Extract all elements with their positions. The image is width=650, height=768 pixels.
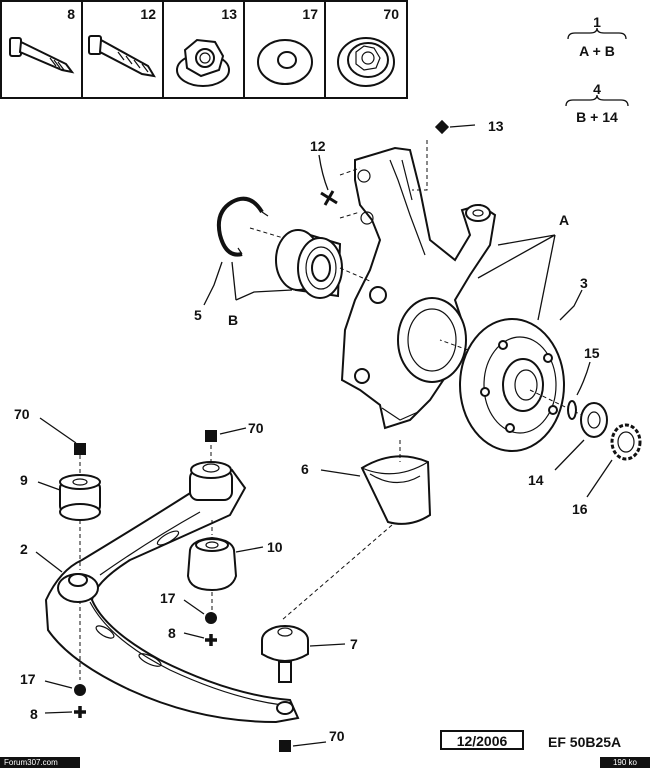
- wheel-hub: [459, 318, 565, 452]
- callout-12: 12: [310, 138, 326, 154]
- callout-8-left: 8: [30, 706, 38, 722]
- short-bolt-icon: [88, 35, 156, 78]
- flange-nut-icon: [176, 38, 230, 87]
- flat-washer-icon: [257, 39, 313, 85]
- callout-8-mid: 8: [168, 625, 176, 641]
- formula-4-top: 4: [593, 81, 601, 97]
- callout-labels: 13 12 A 3 5 B 15 14 16 6 70 70 70 9 2 10…: [14, 118, 600, 744]
- steering-knuckle: [340, 146, 497, 430]
- footer-reference: EF 50B25A: [548, 734, 621, 750]
- wheel-bearing: [275, 229, 343, 299]
- callout-10: 10: [267, 539, 283, 555]
- marker-square-70-mid: [205, 430, 217, 442]
- callout-3: 3: [580, 275, 588, 291]
- marker-cross-12: [320, 190, 338, 206]
- marker-dot-17-mid: [205, 612, 217, 624]
- callout-9: 9: [20, 472, 28, 488]
- lower-wishbone: [44, 468, 300, 724]
- callout-16: 16: [572, 501, 588, 517]
- callout-13: 13: [488, 118, 504, 134]
- callout-14: 14: [528, 472, 544, 488]
- marker-square-13: [434, 119, 450, 135]
- legend-label-12: 12: [140, 6, 156, 22]
- bushing-front: [59, 474, 101, 521]
- formula-4: 4 B + 14: [565, 81, 629, 125]
- locknut-washer-icon: [337, 37, 395, 87]
- legend-label-13: 13: [221, 6, 237, 22]
- circlip: [216, 196, 269, 257]
- callout-6: 6: [301, 461, 309, 477]
- formula-4-bottom: B + 14: [576, 109, 618, 125]
- callout-15: 15: [584, 345, 600, 361]
- marker-cross-8-left: [74, 706, 86, 718]
- callout-A: A: [559, 212, 569, 228]
- marker-cross-8-mid: [205, 634, 217, 646]
- bushing-arm-rear: [189, 461, 233, 501]
- footer-date-box: 12/2006: [440, 730, 524, 750]
- watermark-right: 190 ko: [600, 757, 650, 768]
- leader-lines: [35, 124, 613, 747]
- marker-square-70-bottom: [279, 740, 291, 752]
- legend-label-70: 70: [383, 6, 399, 22]
- watermark-left: Forum307.com: [0, 757, 80, 768]
- hub-washer: [567, 400, 577, 420]
- callout-17-left: 17: [20, 671, 36, 687]
- callout-2: 2: [20, 541, 28, 557]
- legend-table: 8 12 13 17 70: [0, 0, 408, 99]
- callout-7: 7: [350, 636, 358, 652]
- legend-label-8: 8: [67, 6, 75, 22]
- callout-70-bottom: 70: [329, 728, 345, 744]
- callout-5: 5: [194, 307, 202, 323]
- ball-joint: [261, 625, 309, 683]
- bushing-rear: [186, 536, 238, 592]
- hub-nut: [580, 402, 608, 438]
- callout-70-left: 70: [14, 406, 30, 422]
- callout-70-mid: 70: [248, 420, 264, 436]
- hub-nut-cap: [610, 423, 642, 461]
- footer-date: 12/2006: [457, 733, 508, 749]
- callout-B: B: [228, 312, 238, 328]
- bushing-arm-front: [57, 573, 99, 603]
- long-bolt-icon: [9, 37, 75, 74]
- marker-square-70-left: [74, 443, 86, 455]
- dust-shield: [360, 455, 432, 525]
- formula-1: 1 A + B: [567, 14, 627, 59]
- callout-17-mid: 17: [160, 590, 176, 606]
- formula-1-bottom: A + B: [579, 43, 615, 59]
- formula-1-top: 1: [593, 14, 601, 30]
- legend-label-17: 17: [302, 6, 318, 22]
- marker-dot-17-left: [74, 684, 86, 696]
